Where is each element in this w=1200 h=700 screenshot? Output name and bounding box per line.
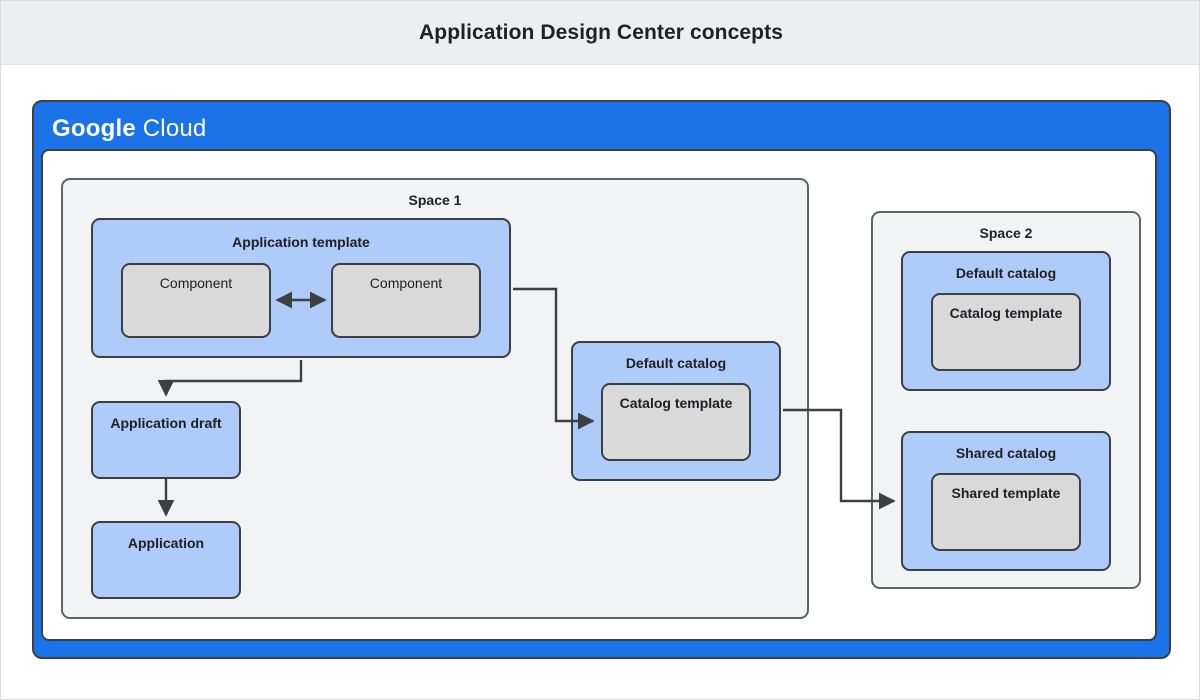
space-2-label: Space 2 [979,225,1033,241]
application-template-label: Application template [232,234,370,250]
component-card-2: Component [331,263,481,338]
logo-cloud-text: Cloud [142,115,207,142]
shared-catalog-label: Shared catalog [955,445,1057,461]
google-cloud-logo: Google Cloud [52,115,206,143]
default-catalog-label-space-2: Default catalog [955,265,1057,281]
default-catalog-label-space-1: Default catalog [625,355,727,371]
component-label-2: Component [369,275,443,291]
catalog-template-card-space-1: Catalog template [601,383,751,461]
shared-template-label: Shared template [951,485,1061,501]
logo-google-text: Google [52,115,136,142]
header-bar: Application Design Center concepts [1,1,1199,65]
page-title: Application Design Center concepts [419,20,783,44]
component-card-1: Component [121,263,271,338]
component-label-1: Component [159,275,233,291]
catalog-template-label-space-2: Catalog template [949,305,1063,321]
application-card: Application [91,521,241,599]
application-label: Application [127,535,205,551]
shared-template-card: Shared template [931,473,1081,551]
application-draft-card: Application draft [91,401,241,479]
catalog-template-card-space-2: Catalog template [931,293,1081,371]
space-1-label: Space 1 [408,192,462,208]
catalog-template-label-space-1: Catalog template [619,395,733,411]
application-draft-label: Application draft [110,415,222,431]
